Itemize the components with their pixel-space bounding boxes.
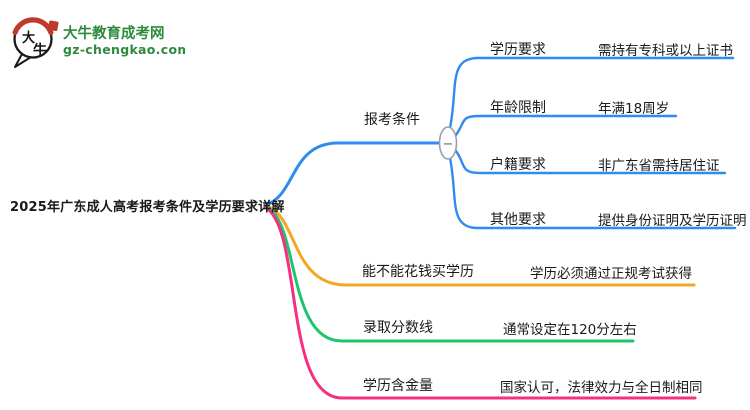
subbranch-line-age-limit <box>454 114 678 137</box>
subnode-label-age-limit[interactable]: 年龄限制 <box>490 100 546 116</box>
collapse-toggle[interactable] <box>438 126 458 160</box>
logo-badge-char-2: 牛 <box>33 42 47 59</box>
branch-value-score-line[interactable]: 通常设定在120分左右 <box>503 322 637 338</box>
subnode-label-residence-req[interactable]: 户籍要求 <box>490 157 546 173</box>
root-topic[interactable]: 2025年广东成人高考报考条件及学历要求详解 <box>10 200 285 215</box>
logo-site-name: 大牛教育成考网 <box>63 24 165 42</box>
branch-label-score-line[interactable]: 录取分数线 <box>363 320 433 336</box>
red-seal-icon <box>48 20 59 32</box>
site-logo[interactable]: 大 牛 大牛教育成考网 gz-chengkao.com <box>10 12 190 74</box>
branch-value-diploma-value[interactable]: 国家认可，法律效力与全日制相同 <box>500 380 703 396</box>
logo-site-url: gz-chengkao.com <box>63 42 185 57</box>
subnode-value-residence-req[interactable]: 非广东省需持居住证 <box>598 158 720 174</box>
branch-label-apply-conditions[interactable]: 报考条件 <box>364 112 420 128</box>
subnode-label-education-req[interactable]: 学历要求 <box>490 42 546 58</box>
subbranch-line-other-req <box>448 156 737 230</box>
subnode-label-other-req[interactable]: 其他要求 <box>490 212 546 228</box>
speech-bubble-icon: 大 牛 <box>12 17 59 68</box>
subbranch-line-residence-req <box>454 149 727 175</box>
branch-line-buy-diploma <box>263 204 696 287</box>
subnode-value-age-limit[interactable]: 年满18周岁 <box>598 101 670 117</box>
subnode-value-education-req[interactable]: 需持有专科或以上证书 <box>598 43 733 59</box>
logo-graphic: 大 牛 大牛教育成考网 gz-chengkao.com <box>12 17 190 68</box>
minus-icon[interactable]: − <box>443 137 454 152</box>
branch-line-diploma-value <box>263 205 697 400</box>
branch-label-buy-diploma[interactable]: 能不能花钱买学历 <box>362 264 474 280</box>
branch-value-buy-diploma[interactable]: 学历必须通过正规考试获得 <box>530 266 692 282</box>
subnode-value-other-req[interactable]: 提供身份证明及学历证明 <box>598 213 747 229</box>
branch-line-score-line <box>263 204 635 343</box>
branch-label-diploma-value[interactable]: 学历含金量 <box>363 378 433 394</box>
branch-line-apply-conditions <box>263 141 441 207</box>
subbranch-line-education-req <box>448 56 735 130</box>
logo-badge-char-1: 大 <box>22 30 35 46</box>
